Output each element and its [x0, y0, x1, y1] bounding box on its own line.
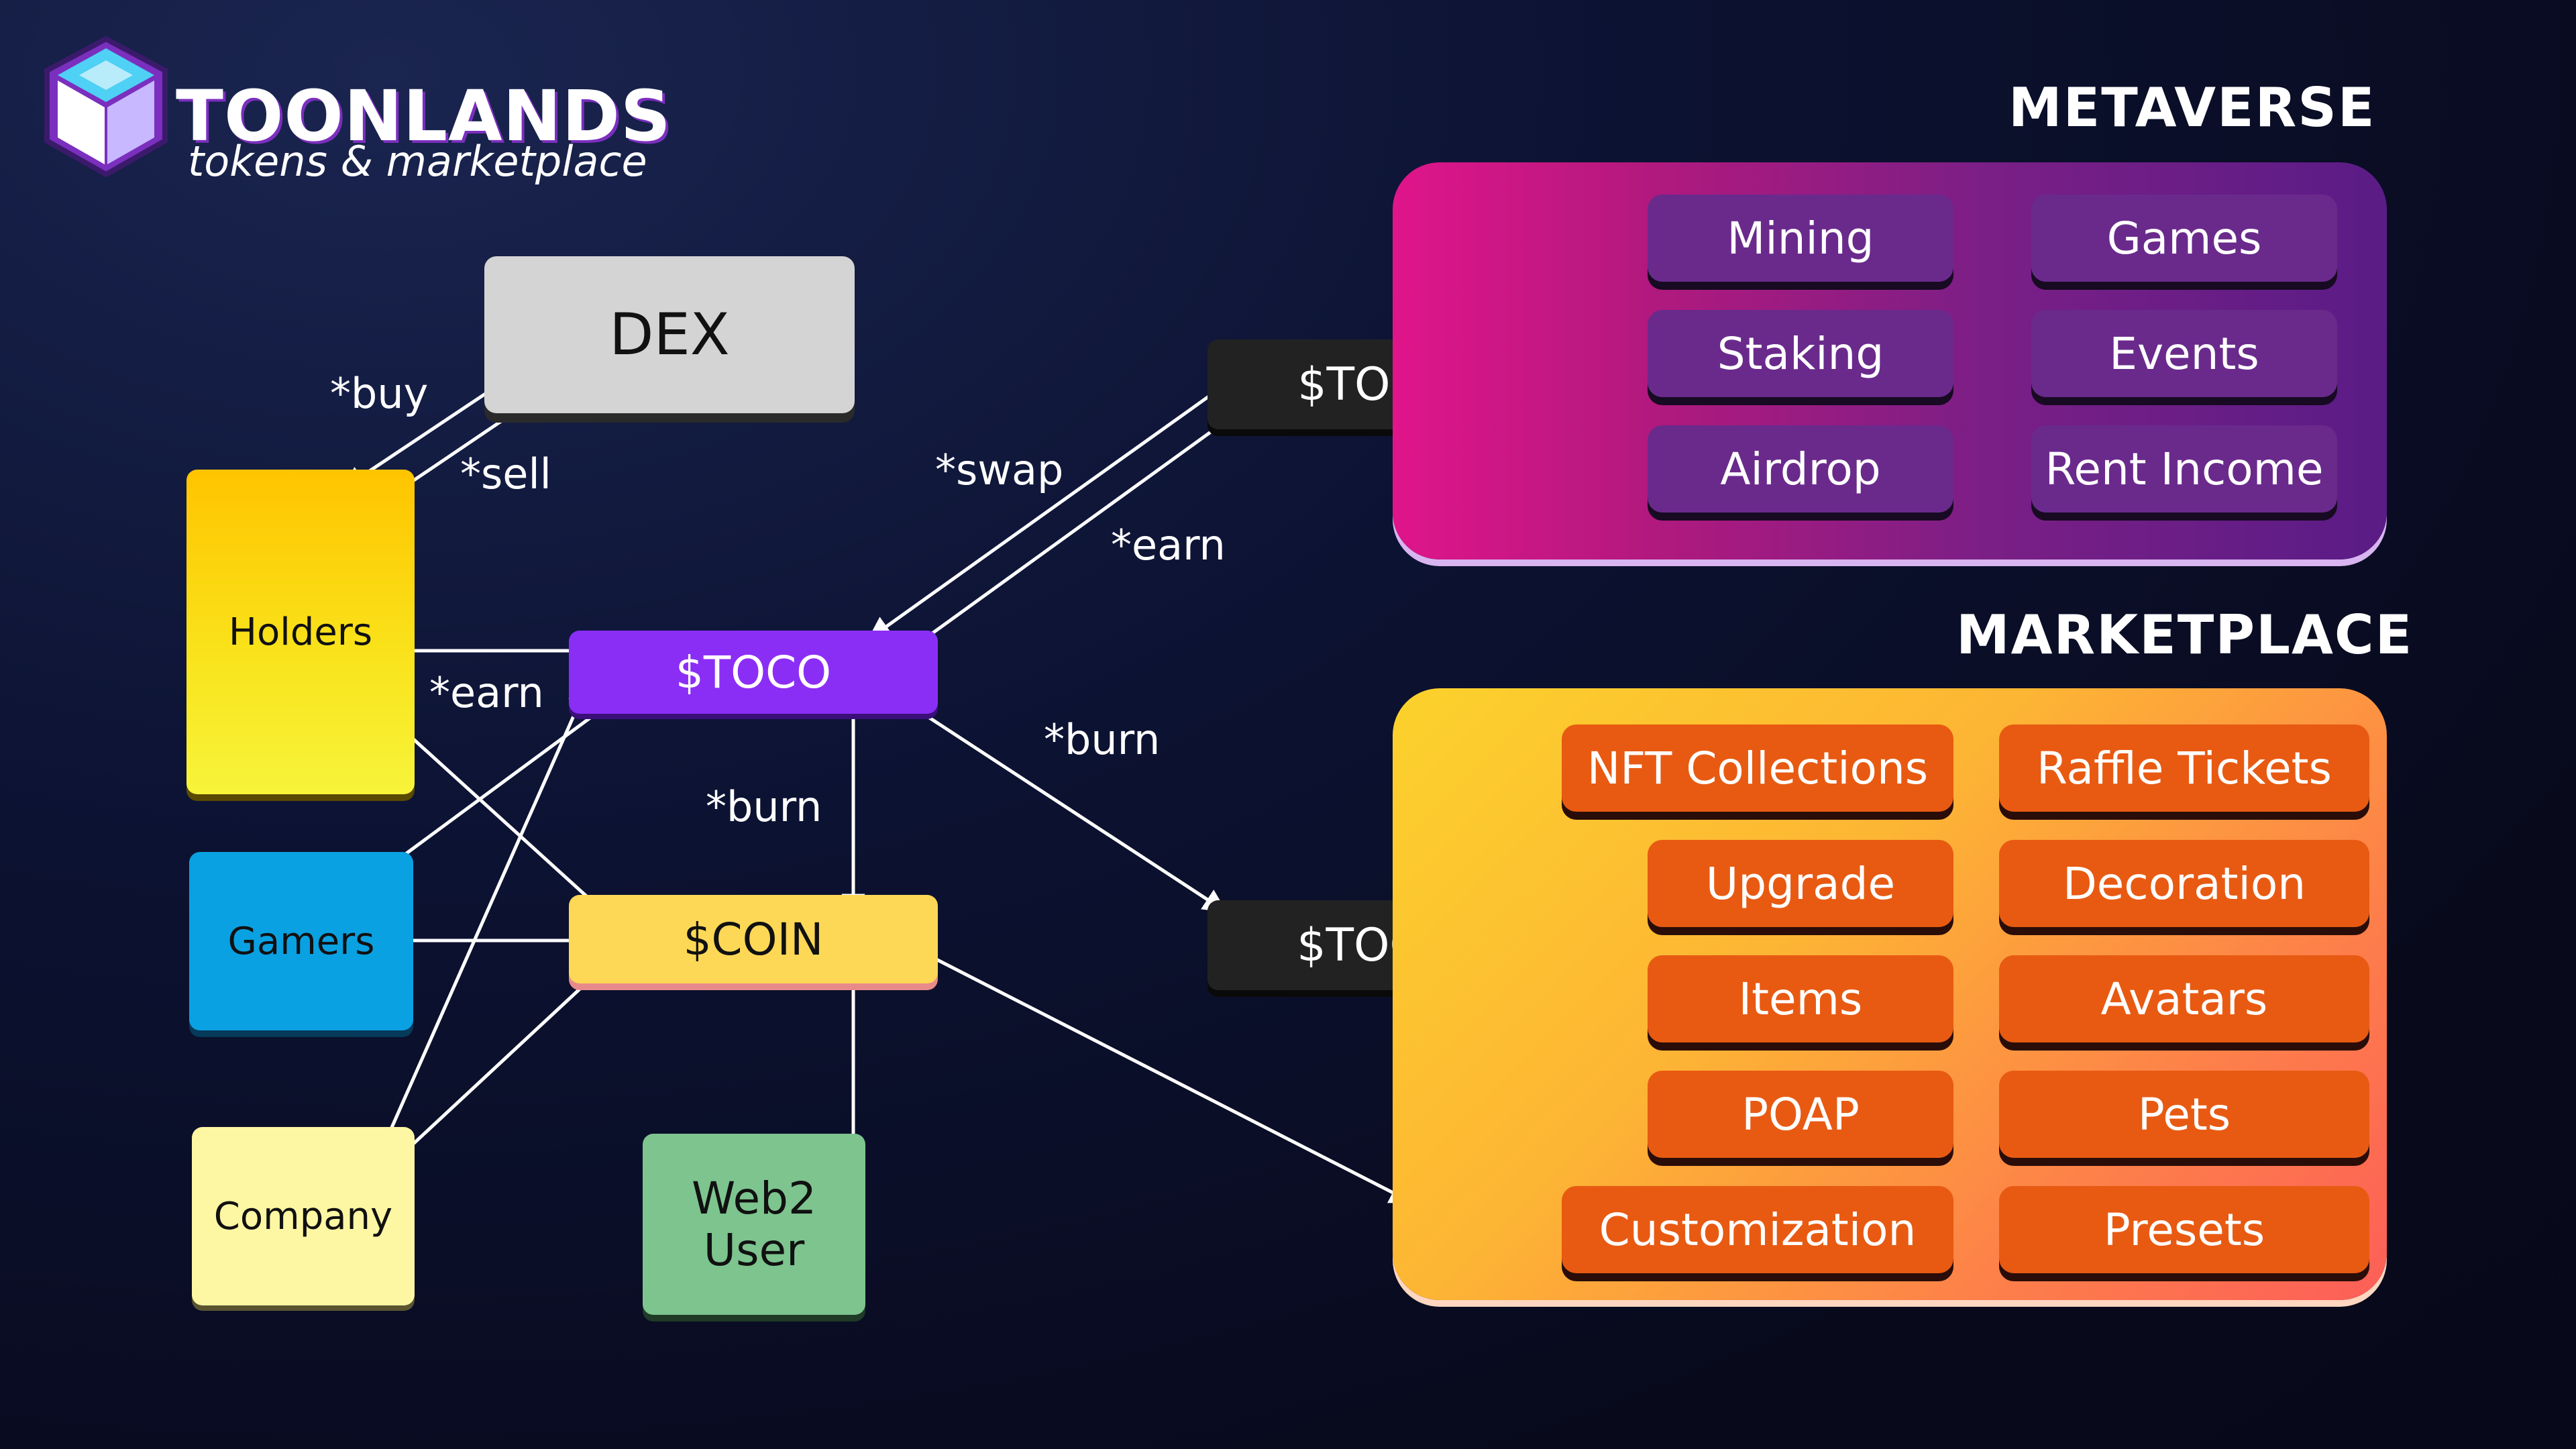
metaverse-item-mining: Mining — [1648, 195, 1953, 282]
company-node: Company — [192, 1127, 415, 1305]
label-earn-holders: *earn — [429, 668, 544, 717]
web2-user-node: Web2 User — [643, 1134, 865, 1315]
marketplace-item-customization: Customization — [1562, 1186, 1953, 1273]
arrow-coin-marketplace — [922, 951, 1414, 1204]
cube-logo-icon — [44, 36, 168, 178]
label-earn-tocox: *earn — [1111, 521, 1226, 570]
marketplace-title: MARKETPLACE — [1956, 604, 2414, 666]
metaverse-item-staking: Staking — [1648, 310, 1953, 397]
arrow-swap — [867, 386, 1222, 641]
brand-name: TOONLANDS — [176, 75, 672, 157]
arrow-gamers-toco — [380, 689, 629, 874]
label-buy: *buy — [330, 369, 429, 418]
coin-node: $COIN — [569, 895, 938, 983]
marketplace-item-decoration: Decoration — [1999, 840, 2369, 927]
marketplace-item-poap: POAP — [1648, 1071, 1953, 1158]
arrow-holders-coin — [380, 708, 615, 922]
holders-node: Holders — [186, 470, 415, 794]
label-sell: *sell — [460, 449, 551, 498]
label-burn-tocox: *burn — [1044, 715, 1161, 764]
arrow-earn-tocox — [898, 403, 1250, 659]
web2-user-line1: Web2 — [692, 1173, 816, 1224]
marketplace-item-raffle-tickets: Raffle Tickets — [1999, 724, 2369, 812]
label-burn-coin: *burn — [706, 782, 822, 831]
marketplace-item-items: Items — [1648, 955, 1953, 1042]
label-swap: *swap — [935, 445, 1064, 494]
toco-node: $TOCO — [569, 631, 938, 714]
marketplace-item-pets: Pets — [1999, 1071, 2369, 1158]
marketplace-item-avatars: Avatars — [1999, 955, 2369, 1042]
arrow-toco-tocox-burn — [906, 701, 1227, 913]
marketplace-item-presets: Presets — [1999, 1186, 2369, 1273]
arrow-company-coin — [381, 956, 615, 1174]
dex-node: DEX — [484, 256, 855, 413]
metaverse-item-airdrop: Airdrop — [1648, 425, 1953, 513]
marketplace-item-upgrade: Upgrade — [1648, 840, 1953, 927]
brand-logo — [39, 34, 173, 181]
metaverse-title: METAVERSE — [2008, 76, 2376, 139]
gamers-node: Gamers — [189, 852, 413, 1030]
brand-tagline: tokens & marketplace — [188, 137, 647, 186]
arrow-company-toco — [371, 682, 590, 1171]
metaverse-item-events: Events — [2031, 310, 2337, 397]
metaverse-item-games: Games — [2031, 195, 2337, 282]
marketplace-item-nft-collections: NFT Collections — [1562, 724, 1953, 812]
web2-user-line2: User — [703, 1224, 805, 1276]
metaverse-item-rent-income: Rent Income — [2031, 425, 2337, 513]
